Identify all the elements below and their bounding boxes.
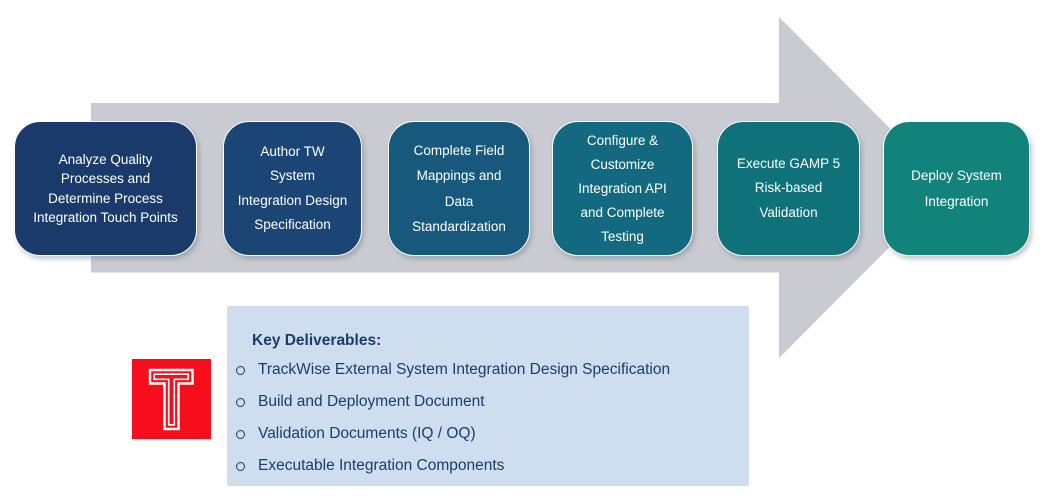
step-label: Author TW System Integration Design Spec… xyxy=(237,143,348,233)
deliverable-text: Build and Deployment Document xyxy=(258,393,485,410)
deliverable-text: Executable Integration Components xyxy=(258,457,505,474)
step-label: Analyze Quality Processes and Determine … xyxy=(33,151,178,226)
step-label: Execute GAMP 5 Risk-based Validation xyxy=(736,155,841,220)
circle-bullet-icon xyxy=(236,461,245,471)
step-label: Complete Field Mappings and Data Standar… xyxy=(412,142,506,235)
deliverable-text: Validation Documents (IQ / OQ) xyxy=(258,425,476,442)
step-author-design-spec: Author TW System Integration Design Spec… xyxy=(223,121,362,256)
circle-bullet-icon xyxy=(236,365,245,375)
step-field-mappings: Complete Field Mappings and Data Standar… xyxy=(388,121,530,256)
step-analyze-quality-processes: Analyze Quality Processes and Determine … xyxy=(14,121,197,256)
deliverables-list: TrackWise External System Integration De… xyxy=(236,354,739,482)
list-item: Executable Integration Components xyxy=(236,450,739,482)
t-monogram-icon xyxy=(148,368,194,431)
deliverable-text: TrackWise External System Integration De… xyxy=(258,361,671,378)
circle-bullet-icon xyxy=(236,397,245,407)
trackwise-t-logo-icon xyxy=(132,359,211,439)
circle-bullet-icon xyxy=(236,429,245,439)
list-item: Build and Deployment Document xyxy=(236,386,739,418)
step-configure-api: Configure & Customize Integration API an… xyxy=(552,121,693,256)
deliverables-heading: Key Deliverables: xyxy=(252,332,382,349)
list-item: Validation Documents (IQ / OQ) xyxy=(236,418,739,450)
list-item: TrackWise External System Integration De… xyxy=(236,354,739,386)
step-label: Deploy System Integration xyxy=(911,167,1002,209)
step-deploy-integration: Deploy System Integration xyxy=(883,121,1030,256)
step-gamp5-validation: Execute GAMP 5 Risk-based Validation xyxy=(717,121,860,256)
step-label: Configure & Customize Integration API an… xyxy=(578,132,667,244)
key-deliverables-panel: Key Deliverables: TrackWise External Sys… xyxy=(227,306,749,486)
